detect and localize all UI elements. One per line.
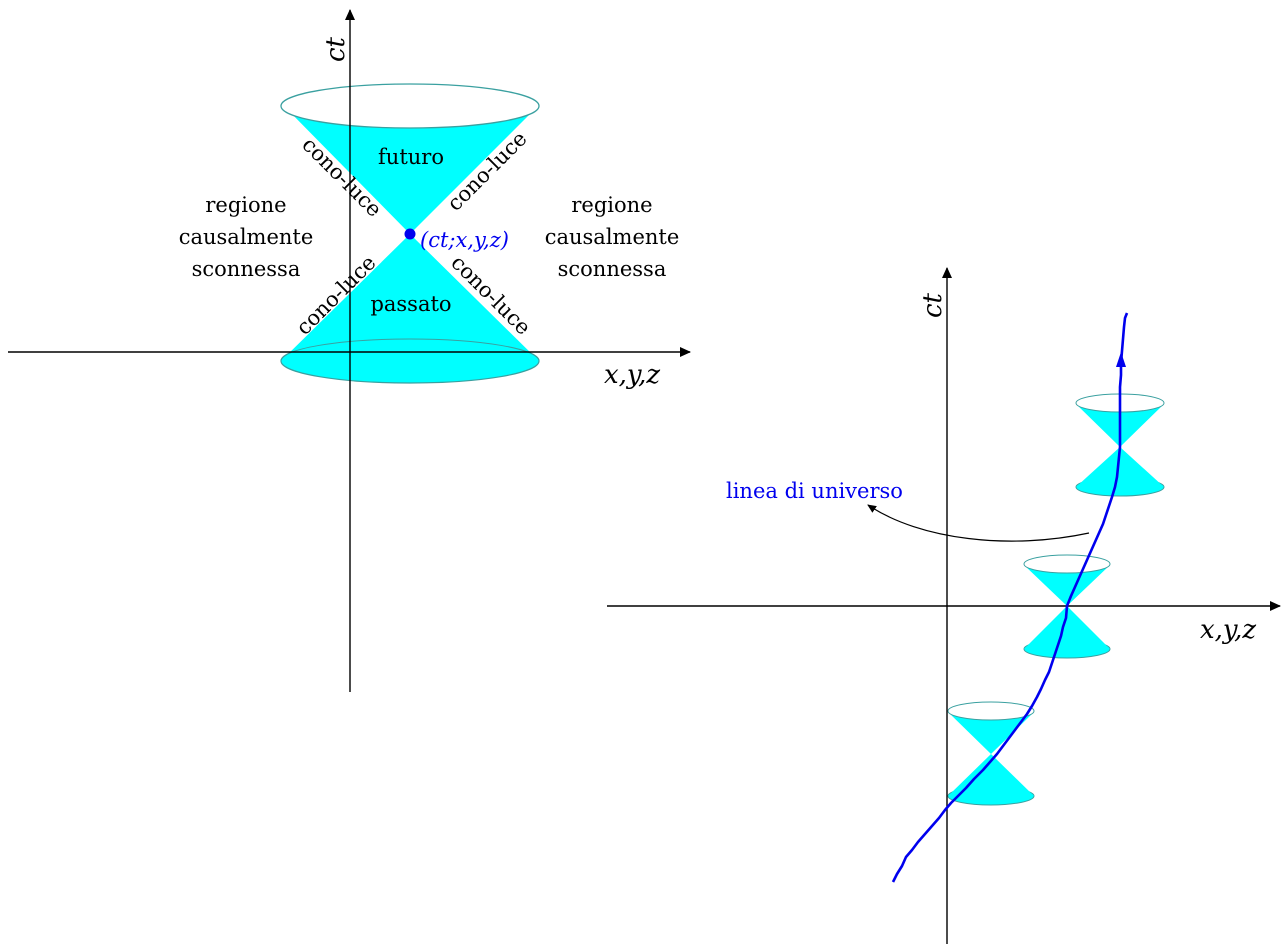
worldline-cone-bottom	[948, 702, 1034, 805]
svg-text:causalmente: causalmente	[545, 225, 680, 249]
svg-text:regione: regione	[205, 193, 286, 217]
event-point	[405, 229, 416, 240]
left-space-axis-label: x,y,z	[604, 360, 660, 390]
future-label: futuro	[378, 145, 444, 169]
right-worldline-diagram: ct x,y,z linea di universo	[607, 268, 1280, 944]
svg-text:sconnessa: sconnessa	[192, 257, 301, 281]
svg-text:causalmente: causalmente	[179, 225, 314, 249]
future-cone-top	[281, 84, 539, 128]
left-light-cone-diagram: ct x,y,z futuro passato cono-luce cono-l…	[8, 10, 690, 692]
left-time-axis-label: ct	[321, 36, 351, 62]
svg-text:regione: regione	[571, 193, 652, 217]
svg-text:sconnessa: sconnessa	[558, 257, 667, 281]
past-label: passato	[370, 292, 451, 316]
right-space-axis-label: x,y,z	[1200, 615, 1256, 645]
region-right-label: regione causalmente sconnessa	[545, 193, 680, 281]
event-label: (ct;x,y,z)	[420, 228, 509, 252]
right-time-axis-label: ct	[918, 292, 948, 318]
region-left-label: regione causalmente sconnessa	[179, 193, 314, 281]
world-line-arrow	[1116, 352, 1126, 367]
world-line-pointer	[868, 505, 1089, 541]
world-line-label: linea di universo	[726, 479, 903, 503]
